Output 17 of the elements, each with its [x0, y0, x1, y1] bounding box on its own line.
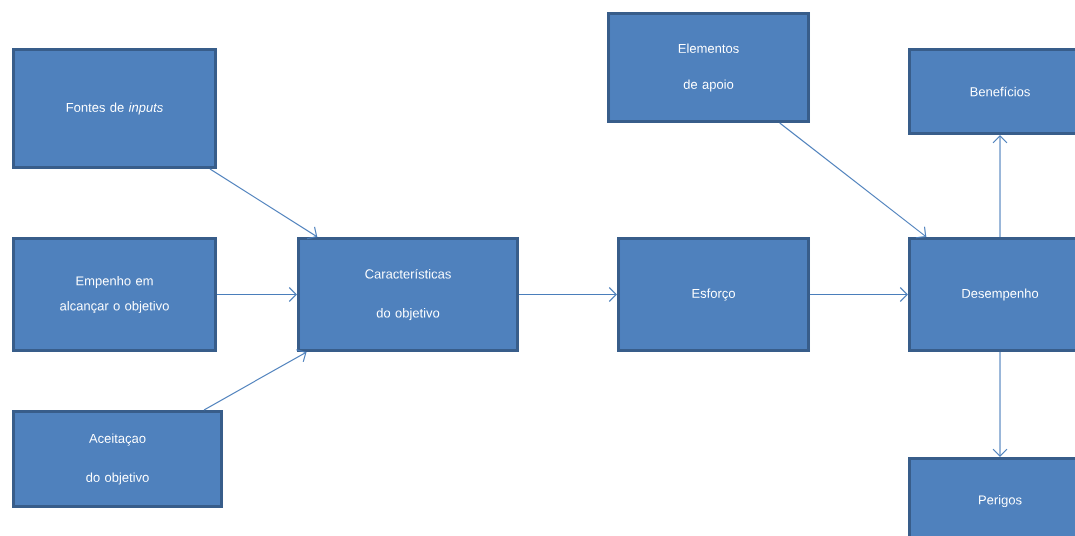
- arrow: [216, 286, 297, 303]
- process-box: Fontes de inputs: [12, 48, 217, 169]
- arrow: [779, 122, 927, 239]
- process-box: Perigos: [908, 457, 1075, 536]
- arrow: [992, 351, 1008, 457]
- process-box: Elementos de apoio: [607, 12, 810, 123]
- process-box: Esforço: [617, 237, 810, 352]
- process-box: Benefícios: [908, 48, 1075, 135]
- process-box: Aceitaçao do objetivo: [12, 410, 223, 508]
- arrow: [809, 286, 908, 303]
- arrow: [992, 135, 1008, 238]
- process-box: Características do objetivo: [297, 237, 519, 352]
- arrow: [203, 349, 307, 411]
- process-box: Empenho em alcançar o objetivo: [12, 237, 217, 352]
- arrow: [209, 168, 318, 240]
- process-box: Desempenho: [908, 237, 1075, 352]
- arrow: [518, 286, 617, 303]
